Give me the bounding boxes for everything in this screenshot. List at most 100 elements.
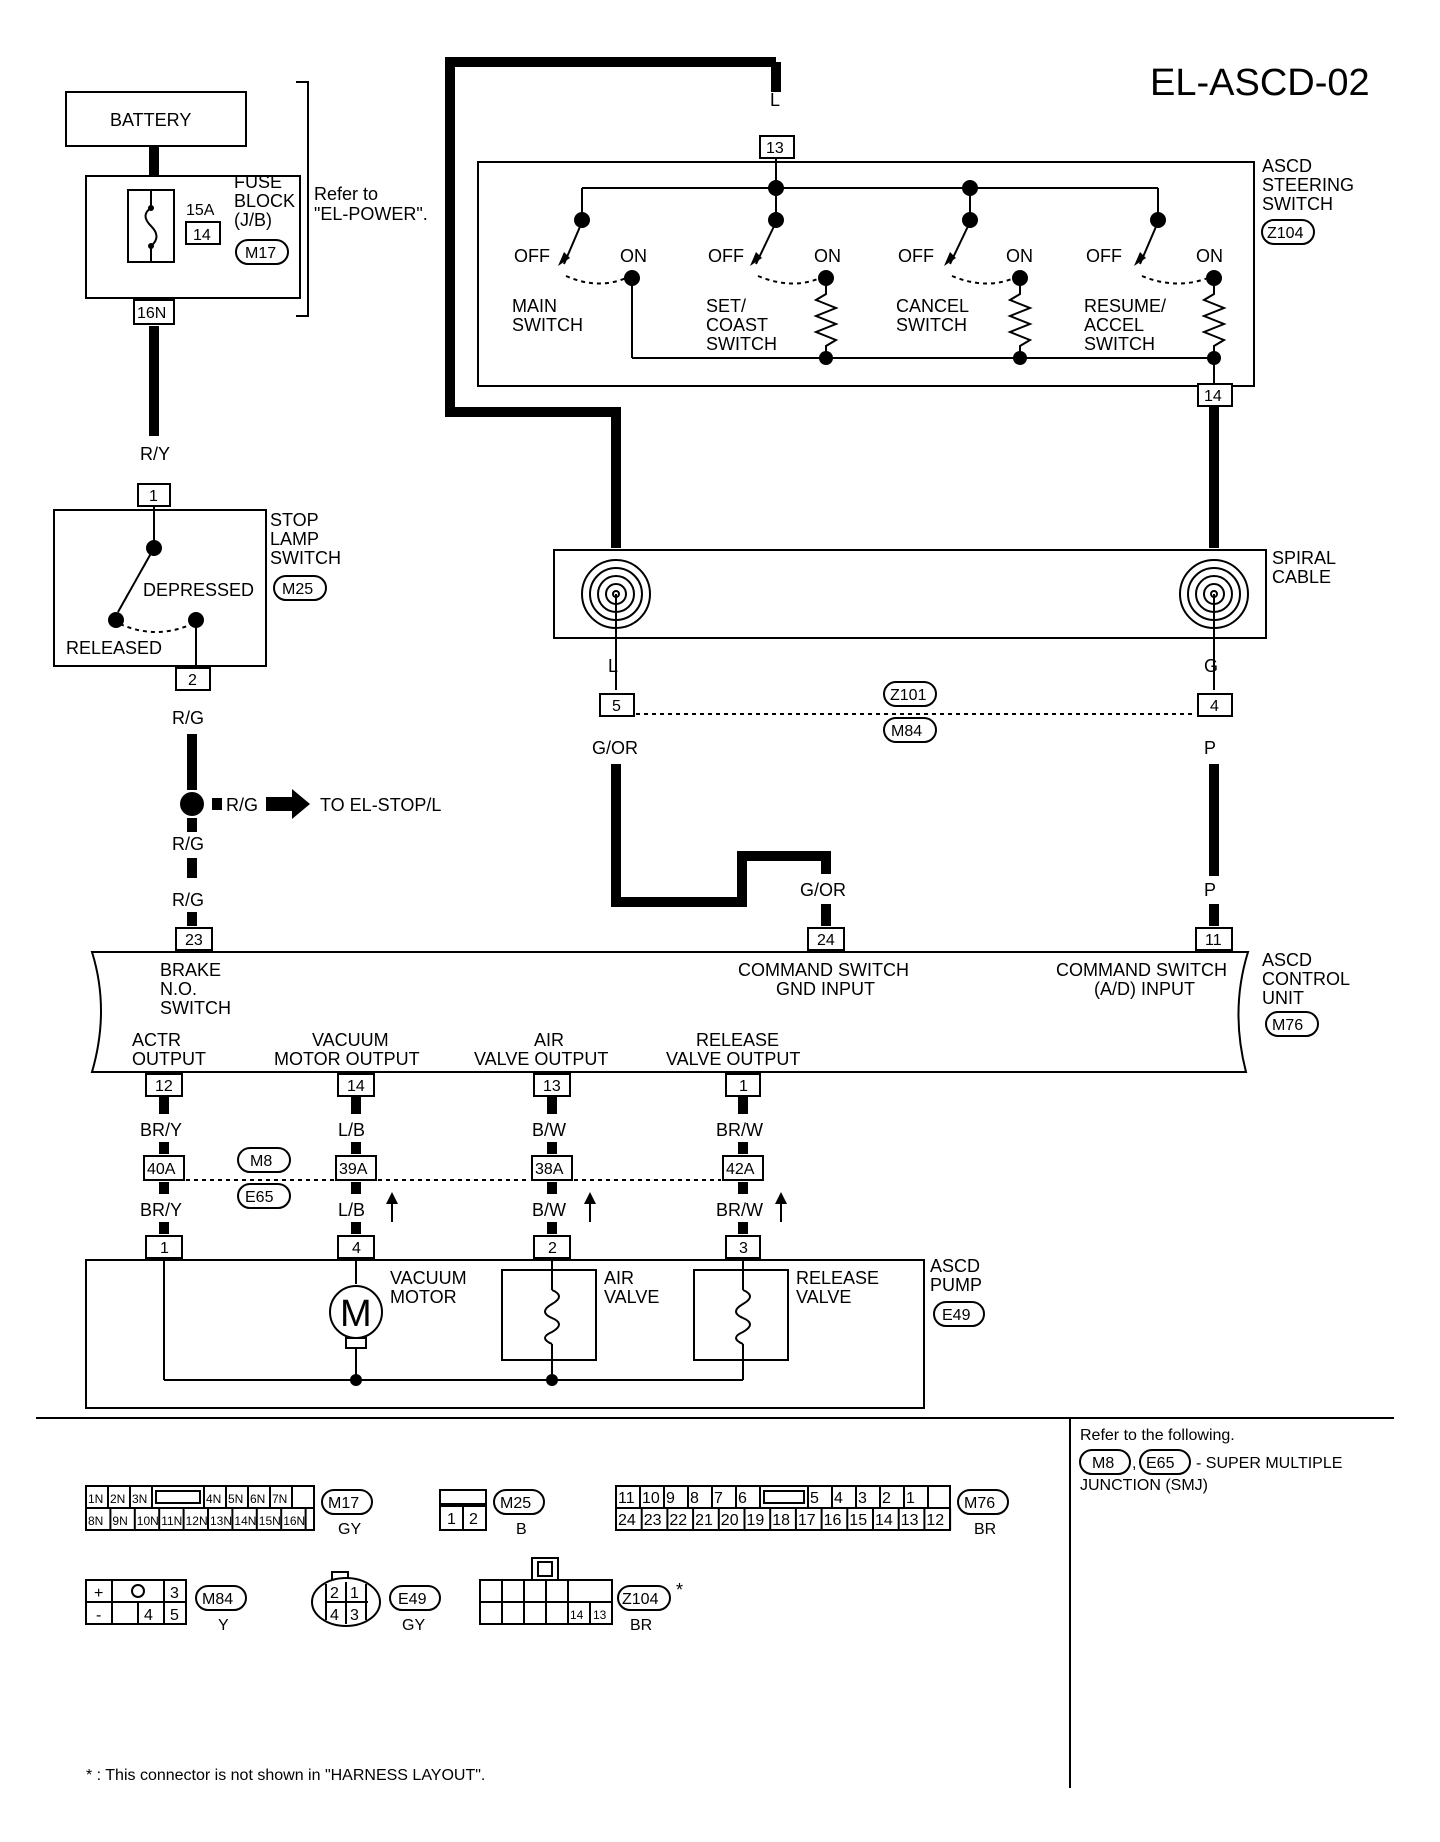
cu-label-3: UNIT xyxy=(1262,988,1304,1008)
svg-text:BR: BR xyxy=(630,1617,652,1634)
connector-pin: 4 xyxy=(834,1490,843,1507)
connector-pin: 1 xyxy=(906,1490,915,1507)
wire-l-top: L xyxy=(770,90,780,110)
refer-following-1: Refer to the following. xyxy=(1080,1427,1235,1444)
release-valve-coil-icon xyxy=(735,1289,751,1345)
set-label-1: SET/ xyxy=(706,296,746,316)
refer-sep: , xyxy=(1132,1455,1136,1472)
fuse-label-1: FUSE xyxy=(234,172,282,192)
svg-text:2: 2 xyxy=(469,1511,478,1528)
spiral-label-1: SPIRAL xyxy=(1272,548,1336,568)
wire-rg-2: R/G xyxy=(226,795,258,815)
steer-conn: Z104 xyxy=(1267,225,1304,242)
connector-pin: 14 xyxy=(875,1512,893,1529)
res-label-2: ACCEL xyxy=(1084,315,1144,335)
battery-box xyxy=(65,91,247,147)
wire-p-2: P xyxy=(1204,880,1216,900)
cu-vac-1: VACUUM xyxy=(312,1030,389,1050)
pump-motor-m: M xyxy=(340,1293,372,1335)
cu-actr-1: ACTR xyxy=(132,1030,181,1050)
fuse-label-2: BLOCK xyxy=(234,191,295,211)
spiral-conn-top: Z101 xyxy=(890,687,927,704)
connector-pin: 10N xyxy=(137,1514,159,1528)
wire-gor-1: G/OR xyxy=(592,738,638,758)
svg-text:4: 4 xyxy=(144,1607,153,1624)
control-unit-box xyxy=(90,951,1250,1073)
set-on: ON xyxy=(814,246,841,266)
connector-pin: 12 xyxy=(926,1512,944,1529)
main-on: ON xyxy=(620,246,647,266)
connector-pin: 7N xyxy=(272,1492,287,1506)
connector-pin: 6 xyxy=(738,1490,747,1507)
connector-pin: 1N xyxy=(88,1492,103,1506)
connector-pin: 5N xyxy=(228,1492,243,1506)
connector-pin: 20 xyxy=(721,1512,739,1529)
connector-pin: 8N xyxy=(88,1514,103,1528)
connector-pin: 3N xyxy=(132,1492,147,1506)
cu-rel-1: RELEASE xyxy=(696,1030,779,1050)
cu-pin-24: 24 xyxy=(817,932,835,949)
steer-label-2: STEERING xyxy=(1262,175,1354,195)
connector-pin: 16N xyxy=(283,1514,305,1528)
cu-ad-2: (A/D) INPUT xyxy=(1094,979,1195,999)
pump-label-1: ASCD xyxy=(930,1256,980,1276)
stop-label-2: LAMP xyxy=(270,529,319,549)
cu-rel-2: VALVE OUTPUT xyxy=(666,1049,800,1069)
svg-text:14: 14 xyxy=(570,1608,584,1622)
wire-gor-2: G/OR xyxy=(800,880,846,900)
svg-text:4: 4 xyxy=(330,1607,339,1624)
steer-label-1: ASCD xyxy=(1262,156,1312,176)
refer-1: Refer to xyxy=(314,184,378,204)
connector-z104: 14 13 Z104 * BR xyxy=(479,1557,683,1634)
pump-vac-2: MOTOR xyxy=(390,1287,457,1307)
cu-brake-2: N.O. xyxy=(160,979,197,999)
wire-l-spiral: L xyxy=(608,656,618,676)
svg-text:Z104: Z104 xyxy=(622,1591,659,1608)
svg-text:13: 13 xyxy=(593,1608,607,1622)
connector-pin: 14N xyxy=(234,1514,256,1528)
stop-pin-1: 1 xyxy=(149,488,158,505)
refer-e65: E65 xyxy=(1146,1455,1175,1472)
cancel-on: ON xyxy=(1006,246,1033,266)
to-el-stop: TO EL-STOP/L xyxy=(320,795,441,815)
fuse-amp: 15A xyxy=(186,202,215,219)
main-label-1: MAIN xyxy=(512,296,557,316)
set-label-3: SWITCH xyxy=(706,334,777,354)
connector-pin: 2 xyxy=(882,1490,891,1507)
fuse-num: 14 xyxy=(193,227,211,244)
arrow-up-icon xyxy=(386,1192,787,1222)
connector-e49: 2 1 4 3 E49 GY xyxy=(311,1571,441,1634)
cu-pin-14: 14 xyxy=(347,1078,365,1095)
wire-bry-1: BR/Y xyxy=(140,1120,182,1140)
steering-switch-box xyxy=(477,161,1255,387)
cu-air-2: VALVE OUTPUT xyxy=(474,1049,608,1069)
svg-text:+: + xyxy=(94,1585,103,1602)
connector-pin: 21 xyxy=(695,1512,713,1529)
res-label-3: SWITCH xyxy=(1084,334,1155,354)
connector-pin: 10 xyxy=(642,1490,660,1507)
pump-air-1: AIR xyxy=(604,1268,634,1288)
connector-pin: 13 xyxy=(901,1512,919,1529)
svg-text:GY: GY xyxy=(402,1617,425,1634)
cu-actr-2: OUTPUT xyxy=(132,1049,206,1069)
connector-pin: 24 xyxy=(618,1512,636,1529)
connector-pin: 2N xyxy=(110,1492,125,1506)
connector-pin: 16 xyxy=(824,1512,842,1529)
connector-pin: 15N xyxy=(259,1514,281,1528)
cu-pin-12: 12 xyxy=(155,1078,173,1095)
refer-following-3: JUNCTION (SMJ) xyxy=(1080,1477,1208,1494)
svg-text:3: 3 xyxy=(170,1585,179,1602)
stop-conn: M25 xyxy=(282,581,313,598)
stop-pin-2: 2 xyxy=(188,672,197,689)
spiral-cable-box xyxy=(553,549,1267,639)
connector-m25: 1 2 M25 B xyxy=(439,1489,545,1538)
stop-label-1: STOP xyxy=(270,510,319,530)
connector-pin: 19 xyxy=(747,1512,765,1529)
smj-e65: E65 xyxy=(245,1189,274,1206)
steer-pin-13: 13 xyxy=(766,140,784,157)
main-off: OFF xyxy=(514,246,550,266)
fuse-block-box xyxy=(85,175,301,299)
svg-text:B: B xyxy=(516,1521,527,1538)
